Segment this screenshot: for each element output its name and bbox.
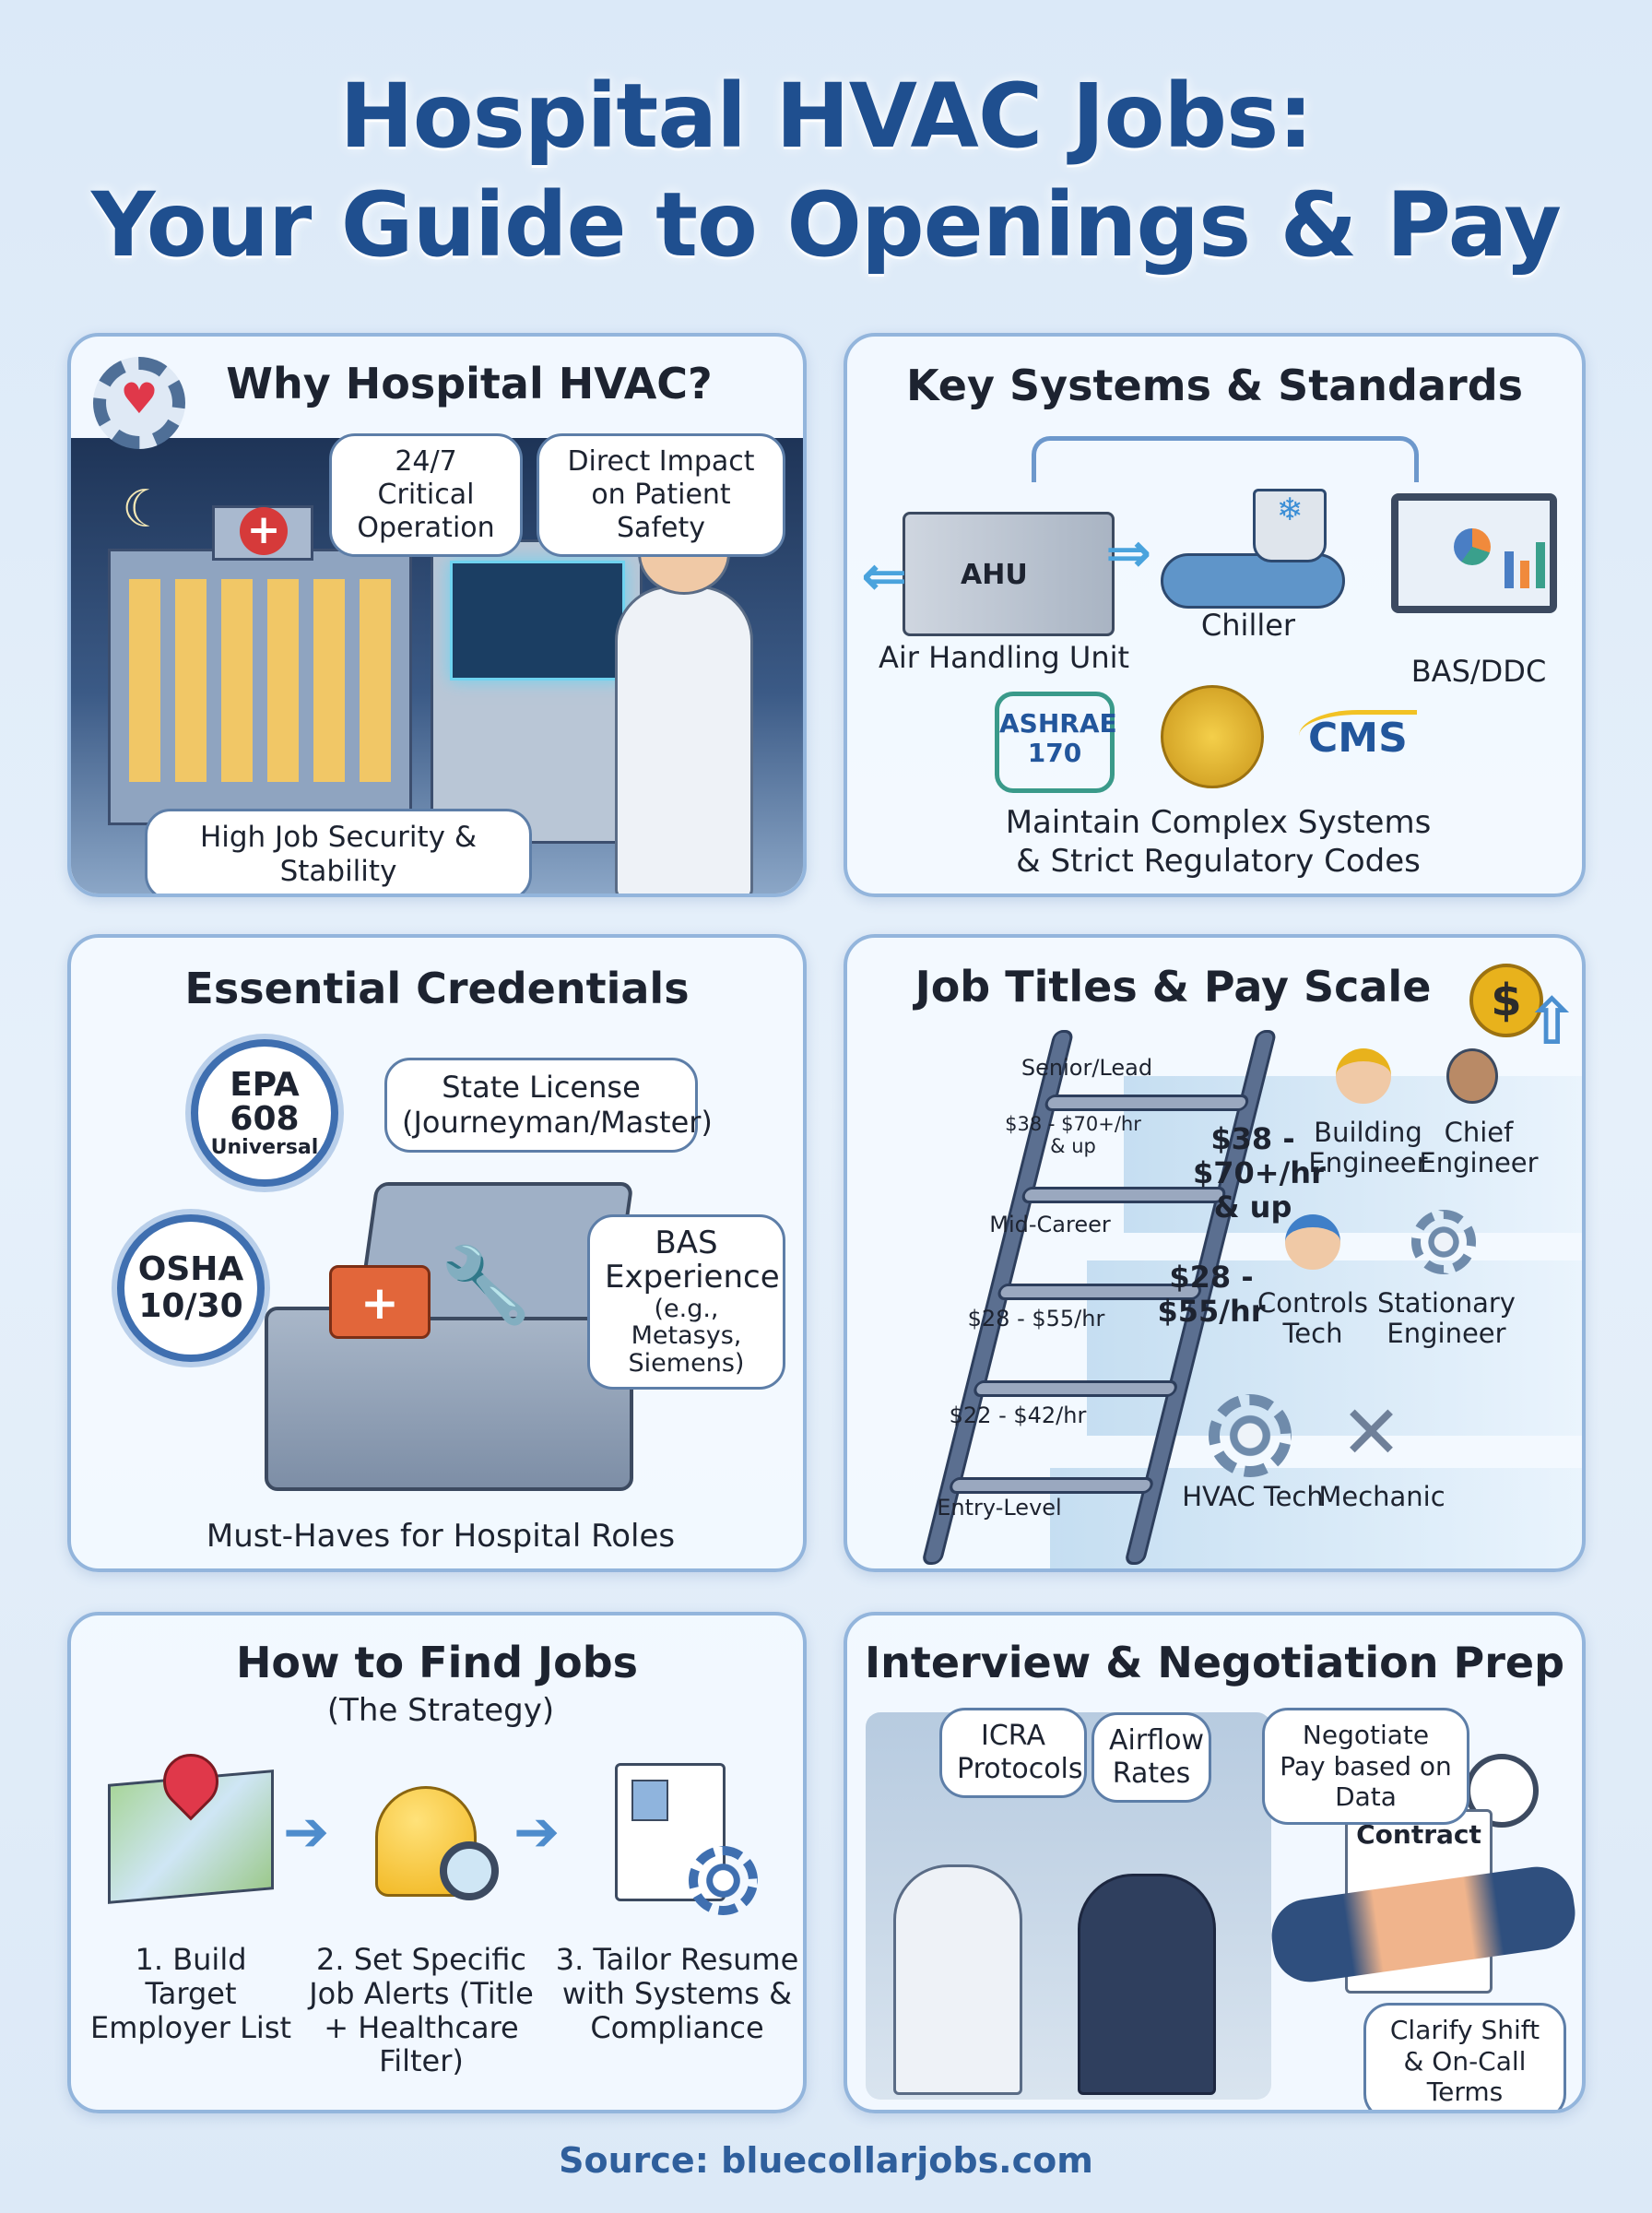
joint-commission-seal [1161, 685, 1264, 788]
panel-job-titles-pay: Job Titles & Pay Scale $ ⇧ Senior/Lead $… [844, 934, 1586, 1572]
ladder-label-entry: Entry-Level [937, 1495, 1062, 1521]
state-license-bubble: State License (Journeyman/Master) [384, 1058, 713, 1153]
cms-logo: CMS [1299, 710, 1417, 762]
gear-icon [1411, 1210, 1476, 1274]
panel-how-to-find-jobs: How to Find Jobs (The Strategy) ➔ ➔ 1. B… [67, 1612, 807, 2113]
job-security-label: High Job Security & Stability [145, 809, 532, 893]
flow-arrows-top [1032, 436, 1419, 482]
technician-figure [893, 1864, 1022, 2095]
step-1: 1. Build Target Employer List [89, 1942, 292, 2045]
negotiate-pay-bubble: Negotiate Pay based on Data [1262, 1708, 1469, 1825]
magnifier-icon [440, 1841, 499, 1900]
ahu-unit: AHU [903, 512, 1115, 636]
toolbox-icon [265, 1307, 633, 1491]
ladder-label-mid-pay: $28 - $55/hr [967, 1306, 1105, 1331]
ahu-label: AHU [961, 559, 1028, 591]
role-controls-tech: Controls Tech [1257, 1287, 1368, 1350]
panel-heading: How to Find Jobs [235, 1638, 639, 1687]
speech-bubble-patient-safety: Direct Impact on Patient Safety [537, 433, 785, 557]
dollar-coin-icon: $ [1469, 964, 1543, 1037]
step-2: 2. Set Specific Job Alerts (Title + Heal… [309, 1942, 534, 2079]
panel-heading: Key Systems & Standards [905, 361, 1524, 410]
gear-icon [689, 1846, 758, 1915]
red-cross-icon: + [240, 507, 288, 555]
hard-hat-worker-icon [1336, 1048, 1391, 1104]
step-arrow-icon: ➔ [283, 1800, 330, 1864]
chiller-caption: Chiller [1200, 608, 1296, 643]
panel-subheading: (The Strategy) [326, 1692, 555, 1729]
wrench-icon: 🔧 [440, 1242, 532, 1328]
moon-icon: ☾ [122, 479, 169, 539]
panel-heading: Essential Credentials [184, 964, 690, 1013]
mid-pay-range: $28 - $55/hr [1157, 1260, 1266, 1329]
hospital-building: + [108, 505, 412, 825]
bas-caption: BAS/DDC [1410, 654, 1547, 689]
systems-caption-line2: & Strict Regulatory Codes [1016, 843, 1421, 880]
airflow-rates-bubble: Airflow Rates [1092, 1712, 1211, 1803]
controls-tech-icon [1285, 1214, 1340, 1270]
panel-heading: Job Titles & Pay Scale [914, 962, 1432, 1012]
control-console [431, 539, 643, 844]
ladder-label-mid: Mid-Career [989, 1212, 1111, 1237]
ahu-caption: Air Handling Unit [878, 640, 1130, 675]
bas-experience-bubble: BAS Experience(e.g., Metasys, Siemens) [587, 1214, 785, 1390]
page-subtitle: Your Guide to Openings & Pay [91, 173, 1562, 277]
page-title: Hospital HVAC Jobs: [339, 65, 1313, 168]
first-aid-kit-icon: + [329, 1265, 431, 1339]
crossed-wrenches-icon: ✕ [1340, 1390, 1403, 1475]
role-building-engineer: Building Engineer [1308, 1117, 1428, 1179]
ladder-label-senior-pay: $38 - $70+/hr & up [1005, 1113, 1141, 1158]
step-arrow-icon: ➔ [513, 1800, 560, 1864]
snowflake-icon: ❄ [1253, 489, 1327, 562]
panel-heading: Why Hospital HVAC? [226, 359, 713, 408]
role-hvac-tech: HVAC Tech [1182, 1481, 1324, 1512]
heart-gear-icon: ♥ [93, 357, 185, 449]
gear-icon [1209, 1394, 1292, 1477]
air-in-arrow-icon: ⇒ [1105, 521, 1152, 586]
senior-pay-range: $38 - $70+/hr & up [1193, 1121, 1326, 1225]
role-stationary-engineer: Stationary Engineer [1377, 1287, 1516, 1350]
systems-caption-line1: Maintain Complex Systems [1005, 804, 1432, 841]
chiller-unit: ❄ [1161, 489, 1354, 618]
interviewer-figure [1078, 1874, 1216, 2095]
panel-heading: Interview & Negotiation Prep [865, 1638, 1564, 1687]
ladder-label-senior: Senior/Lead [1021, 1055, 1153, 1081]
credentials-caption: Must-Haves for Hospital Roles [206, 1518, 676, 1555]
source-credit[interactable]: Source: bluecollarjobs.com [559, 2140, 1093, 2181]
panel-key-systems: Key Systems & Standards AHU ⇐ ⇒ Air Hand… [844, 333, 1586, 897]
step-3: 3. Tailor Resume with Systems & Complian… [555, 1942, 799, 2045]
engineer-person-icon [1446, 1048, 1498, 1104]
clarify-shift-bubble: Clarify Shift & On-Call Terms [1363, 2003, 1566, 2110]
arrow-up-icon: ⇧ [1525, 984, 1579, 1059]
ladder-label-entry-pay: $22 - $42/hr [949, 1402, 1087, 1428]
speech-bubble-critical-operation: 24/7 Critical Operation [329, 433, 523, 557]
technician-figure [615, 586, 753, 893]
air-out-arrow-icon: ⇐ [861, 544, 908, 609]
panel-interview-prep: Interview & Negotiation Prep ICRA Protoc… [844, 1612, 1586, 2113]
role-chief-engineer: Chief Engineer [1419, 1117, 1539, 1179]
bas-monitor [1391, 493, 1557, 613]
icra-protocols-bubble: ICRA Protocols [939, 1708, 1087, 1798]
role-mechanic: Mechanic [1318, 1481, 1446, 1512]
panel-why-hospital-hvac: ☾ + ♥ Why Hospital HVAC? 24/7 Critical O… [67, 333, 807, 897]
